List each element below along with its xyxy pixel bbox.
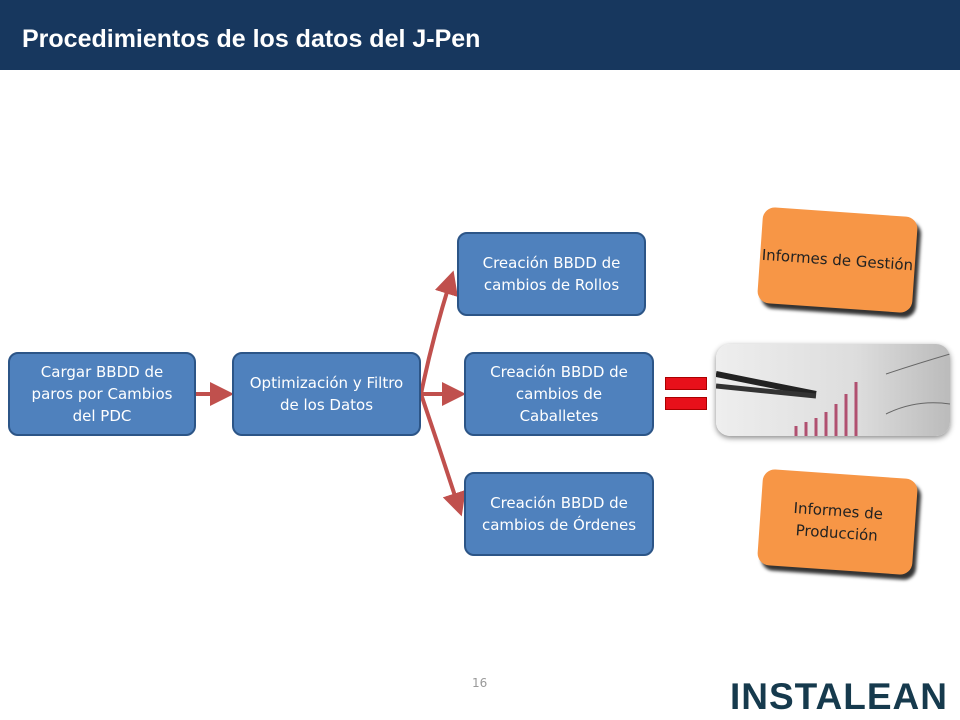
page-number: 16 [472,676,488,690]
equals-sign-top [665,377,707,390]
chart-pen-image [716,344,950,436]
page-title: Procedimientos de los datos del J-Pen [22,25,481,53]
rolls-db-box: Creación BBDD de cambios de Rollos [457,232,646,316]
optimize-filter-box: Optimización y Filtro de los Datos [232,352,421,436]
equals-sign-bottom [665,397,707,410]
orders-db-box: Creación BBDD de cambios de Órdenes [464,472,654,556]
header-bar: Procedimientos de los datos del J-Pen [0,0,960,70]
management-reports-box: Informes de Gestión [756,206,919,314]
instalean-logo: INSTALEAN [730,676,948,717]
production-reports-box: Informes de Producción [756,468,919,576]
arrow-to-rolls [419,270,458,395]
load-data-box: Cargar BBDD de paros por Cambios del PDC [8,352,196,436]
arrow-to-orders [419,393,466,517]
trestles-db-box: Creación BBDD de cambios de Caballetes [464,352,654,436]
